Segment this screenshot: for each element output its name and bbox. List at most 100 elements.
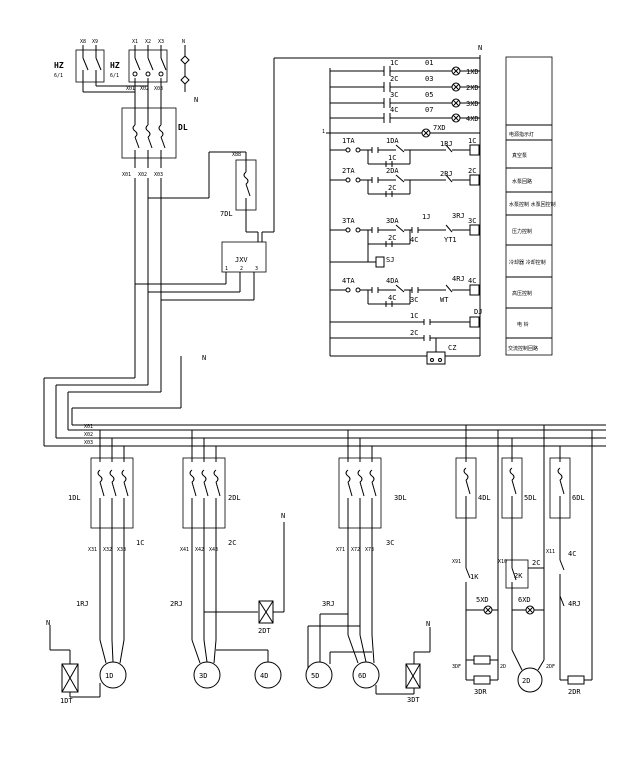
row2-a: 2TA: [342, 167, 355, 175]
lamp-row-3: 3C 05 3XD: [330, 91, 480, 108]
lamp-row-1: 1C 01 1XD: [330, 59, 480, 76]
hz2-out-3: X03: [154, 86, 163, 92]
5dl-tag: X10: [498, 559, 507, 565]
legend-6: 冷却器 冷却控制: [509, 259, 546, 266]
control-panel-section: N 1C 01 1XD 2C 03 2XD: [322, 44, 556, 365]
row3-rj: 3RJ: [452, 212, 465, 220]
bus-label-3: X03: [84, 440, 93, 446]
group1-tag-1: X31: [88, 547, 97, 553]
7xd-label: 7XD: [433, 124, 446, 132]
lamp3-contact: 3C: [390, 91, 398, 99]
lamp2-label: 2XD: [466, 84, 479, 92]
row4-end: 4C: [468, 277, 476, 285]
row3-b: 3DA: [386, 217, 399, 225]
tag-x1: X1: [132, 39, 138, 45]
row2-c: 2C: [388, 184, 396, 192]
group2-tag-1: X41: [180, 547, 189, 553]
group1-rj: 1RJ: [76, 600, 89, 608]
dl-out-1: X01: [122, 172, 131, 178]
2dr-label: 2DR: [568, 688, 581, 696]
dl-out-3: X03: [154, 172, 163, 178]
row3-a: 3TA: [342, 217, 355, 225]
group3-c: 3C: [386, 539, 394, 547]
branch-4dl: 4DL X91 1K 5XD 3DF 3DR: [452, 425, 499, 696]
row3-c2: 4C: [410, 236, 418, 244]
group1-tag-2: X32: [103, 547, 112, 553]
7dl-label: 7DL: [220, 210, 233, 218]
row1-rj: 1RJ: [440, 140, 453, 148]
lamp1-contact: 1C: [390, 59, 398, 67]
row4-b: 4DA: [386, 277, 399, 285]
control-row-1: 1TA 1DA 1C 1RJ 1C: [330, 137, 480, 167]
row2-end: 2C: [468, 167, 476, 175]
group2-motor2: 4D: [260, 672, 268, 680]
2c-contact: 2C: [410, 329, 418, 337]
row3-end: 3C: [468, 217, 476, 225]
x88-label: X88: [232, 152, 241, 158]
group2-dt: 2DT: [258, 627, 271, 635]
6xd-label: 6XD: [518, 596, 531, 604]
row3-t: 1J: [422, 213, 430, 221]
5xd-label: 5XD: [476, 596, 489, 604]
control-row-3: 3TA 3DA 2C 4C 1J YT1 3RJ 3C: [330, 212, 480, 247]
motor-group-1: 1DL 1C X31 X32 X33 1RJ 1D 1DT N: [46, 430, 144, 705]
5dl-extra: 2C: [532, 559, 540, 567]
motor-group-3: 3DL 3C X71 X72 X73 3RJ 5D 6D 3DT N: [305, 430, 431, 704]
group2-rj: 2RJ: [170, 600, 183, 608]
legend-4: 水泵控制 水泵回控制: [509, 201, 556, 208]
6dl-label: 6DL: [572, 494, 585, 502]
lamp1-label: 1XD: [466, 68, 479, 76]
branch-5dl: 5DL X10 2K 2C 6XD 2D 2D: [498, 425, 545, 693]
lamp-7xd: 1 7XD: [322, 124, 480, 138]
5dl-label: 5DL: [524, 494, 537, 502]
row1-a: 1TA: [342, 137, 355, 145]
legend-1: 电源指示灯: [509, 131, 534, 138]
tag-x8: X8: [80, 39, 86, 45]
lamp1-num: 01: [425, 59, 433, 67]
group3-tag-2: X72: [351, 547, 360, 553]
hz1-sub: 6/1: [54, 73, 63, 79]
group2-dl: 2DL: [228, 494, 241, 502]
legend-3: 水泵回路: [512, 178, 532, 185]
group3-motor2: 6D: [358, 672, 366, 680]
lamp-row-2: 2C 03 2XD: [330, 75, 480, 92]
hz1-switch-box: [75, 49, 105, 83]
6dl-rj: 4RJ: [568, 600, 581, 608]
hz2-sub: 6/1: [110, 73, 119, 79]
5dl-tag2: 2D: [500, 664, 506, 670]
row2-b: 2DA: [386, 167, 399, 175]
group1-n: N: [46, 619, 50, 627]
group3-rj: 3RJ: [322, 600, 335, 608]
lamp-row-4: 4C 07 4XD: [330, 106, 480, 123]
1k-label: 1K: [470, 573, 479, 581]
legend-9: 交流控制回路: [508, 345, 538, 352]
6dl-tag2: 2DF: [546, 664, 555, 670]
row4-c: 4C: [388, 294, 396, 302]
row4-a: 4TA: [342, 277, 355, 285]
row3-yt: YT1: [444, 236, 457, 244]
top-left-section: X8 X9 X1 X2 X3 N HZ 6/1 HZ 6/1 X01 X02 X…: [54, 39, 198, 178]
control-row-sj: SJ: [330, 244, 394, 268]
branch-6dl: 6DL X11 4C 4RJ 2DF 2DR: [546, 430, 593, 696]
jxv-pin-3: 3: [255, 266, 258, 272]
group3-tag-1: X71: [336, 547, 345, 553]
row1-c: 1C: [388, 154, 396, 162]
group3-motor: 5D: [311, 672, 319, 680]
hz2-label: HZ: [110, 61, 120, 70]
left-num-1: 1: [322, 129, 325, 135]
n-label-mid: N: [202, 354, 206, 362]
2k-label: 2K: [514, 572, 523, 580]
group2-tag-2: X42: [195, 547, 204, 553]
dl-out-2: X02: [138, 172, 147, 178]
group2-tag-3: X43: [209, 547, 218, 553]
control-row-2c: 2C: [330, 329, 480, 341]
tag-x9: X9: [92, 39, 98, 45]
group1-c: 1C: [136, 539, 144, 547]
hz2-out-2: X02: [140, 86, 149, 92]
tag-n-top: N: [182, 39, 185, 45]
middle-left-section: X88 7DL JXV 1 2 3: [43, 57, 480, 446]
n-label-top: N: [194, 96, 198, 104]
dj-contact: 1C: [410, 312, 418, 320]
lamp4-label: 4XD: [466, 115, 479, 123]
lamp2-contact: 2C: [390, 75, 398, 83]
